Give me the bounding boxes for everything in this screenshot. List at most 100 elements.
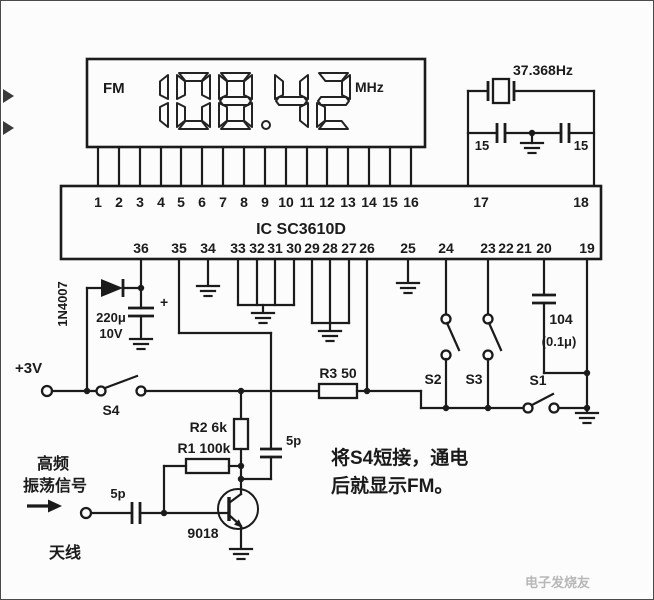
ic-pin-label: 13 — [340, 194, 356, 210]
digit-segment — [176, 74, 186, 100]
resistor-r3-icon — [317, 382, 359, 400]
diode-label: 1N4007 — [55, 281, 70, 327]
note-line1: 将S4短接，通电 — [331, 446, 468, 469]
ic-pin-label: 15 — [382, 194, 398, 210]
display-to-ic-wires — [96, 145, 413, 188]
crystal-frequency-label: 37.368Hz — [513, 62, 573, 78]
ic-pin-label: 7 — [219, 194, 227, 210]
ic-name: IC SC3610D — [256, 221, 346, 238]
ground-icon — [228, 547, 254, 561]
ic-pin-label: 12 — [319, 194, 335, 210]
digit-segment — [299, 74, 309, 100]
ic-pin-label: 25 — [400, 240, 416, 256]
ic-pin-label: 10 — [278, 194, 294, 210]
ic-pin-label: 34 — [200, 240, 216, 256]
band-label: FM — [103, 80, 125, 97]
r2-label: R2 6k — [190, 419, 228, 435]
feedback-cap-label: 5p — [286, 433, 301, 448]
digit-segment — [176, 102, 186, 128]
switch-s2-icon — [440, 313, 461, 361]
switch-s3-icon — [482, 313, 503, 361]
ic-pin-label: 5 — [177, 194, 185, 210]
ground-icon — [574, 411, 600, 425]
ic-pin-label: 8 — [240, 194, 248, 210]
filter-cap-label: 220μ — [96, 310, 126, 325]
ic-pin-label: 35 — [171, 240, 187, 256]
scan-artifacts — [3, 89, 14, 135]
diode-icon — [101, 279, 123, 297]
antenna-label: 天线 — [49, 543, 81, 562]
digit-segment — [219, 96, 252, 106]
frequency-digits — [159, 72, 351, 130]
ground-icon — [317, 329, 343, 343]
watermark: 电子发烧友 — [525, 575, 590, 590]
ic-pin-label: 22 — [498, 240, 514, 256]
signal-label-line2: 振荡信号 — [23, 476, 87, 495]
ic-pin-label: 3 — [136, 194, 144, 210]
note-line2: 后就显示FM。 — [331, 474, 453, 497]
ic-pin-label: 33 — [230, 240, 246, 256]
ic-pin-label: 21 — [516, 240, 532, 256]
signal-arrow-icon — [27, 499, 62, 513]
decimal-point — [261, 120, 271, 130]
ground-icon — [519, 141, 545, 155]
cap-left-label: 15 — [475, 138, 489, 153]
ground-icon — [128, 337, 154, 351]
note-text: 将S4短接，通电 后就显示FM。 — [331, 446, 468, 497]
transistor-9018-icon — [217, 488, 259, 530]
ic-pin-label: 27 — [341, 240, 357, 256]
ic-pin-label: 16 — [403, 194, 419, 210]
ic-pin-label: 4 — [157, 194, 165, 210]
digit-segment — [159, 102, 169, 128]
transistor-label: 9018 — [187, 525, 218, 541]
ic-pin-label: 2 — [115, 194, 123, 210]
digit-segment — [178, 120, 209, 130]
digit-segment — [218, 74, 228, 100]
ic-pin-label: 23 — [480, 240, 496, 256]
digit-segment — [341, 74, 351, 100]
ic-pin-label: 26 — [359, 240, 375, 256]
switch-s4-icon — [95, 374, 147, 397]
ic-pin-label: 28 — [322, 240, 338, 256]
ic-pin-label: 30 — [286, 240, 302, 256]
pin17-label: 17 — [473, 194, 489, 210]
ic-pin-label: 31 — [267, 240, 283, 256]
antenna-terminal — [79, 506, 93, 520]
ic-pin-label: 11 — [300, 194, 315, 210]
digit-segment — [201, 74, 211, 100]
ic-body — [59, 184, 603, 261]
resistor-r2-icon — [232, 417, 250, 451]
ic-pin-label: 32 — [249, 240, 265, 256]
resistor-r1-icon — [184, 457, 231, 475]
coupling-cap-label: 5p — [110, 486, 125, 501]
ic-pin-label: 36 — [133, 240, 149, 256]
decoupling-cap-branch: 104 (0.1μ) — [532, 257, 600, 425]
switch-s1-icon — [522, 392, 560, 414]
ic-pin-label: 6 — [198, 194, 206, 210]
ic-pin-label: 20 — [536, 240, 552, 256]
s3-label: S3 — [465, 371, 482, 387]
cap-104-label: 104 — [549, 311, 573, 327]
oscillator-stage: 5p R2 6k R1 100k 9018 5p — [23, 257, 301, 562]
digit-segment — [159, 74, 169, 100]
frequency-display: FM MHz — [85, 57, 427, 149]
cap-polarity: + — [160, 294, 168, 310]
unit-label: MHz — [355, 79, 384, 95]
crystal-icon — [491, 77, 511, 105]
ic-pin-label: 14 — [361, 194, 377, 210]
r3-label: R3 50 — [319, 365, 357, 381]
supply-rail: R3 50 — [143, 257, 525, 410]
ic-pin-label: 9 — [261, 194, 269, 210]
supply-terminal — [40, 384, 54, 398]
filter-cap-voltage: 10V — [99, 326, 122, 341]
ic-pin-label: 1 — [94, 194, 102, 210]
ground-icon — [395, 281, 421, 295]
cap-104-value: (0.1μ) — [542, 334, 577, 349]
digit-segment — [274, 74, 284, 100]
digit-segment — [220, 120, 251, 130]
pin18-label: 18 — [573, 194, 589, 210]
digit-segment — [317, 96, 350, 106]
cap-right-label: 15 — [574, 138, 588, 153]
